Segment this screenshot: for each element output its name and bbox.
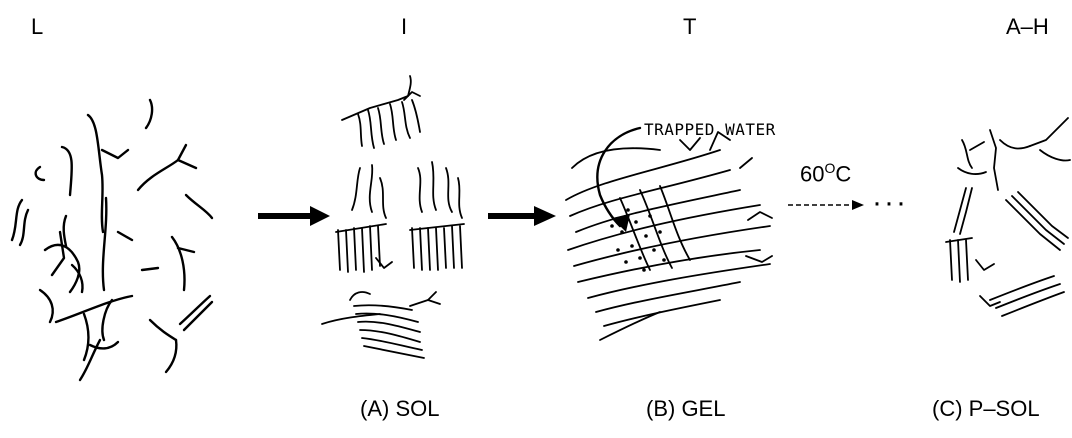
stage-i-bundles [322,76,464,358]
arrow-i-to-t [488,206,556,226]
stage-t-gel-network [566,128,772,340]
arrow-t-to-a-h [788,200,864,210]
arrow-l-to-i [258,206,330,226]
stage-l-random-chains [12,100,212,380]
stage-a-h-fragments [946,118,1070,316]
